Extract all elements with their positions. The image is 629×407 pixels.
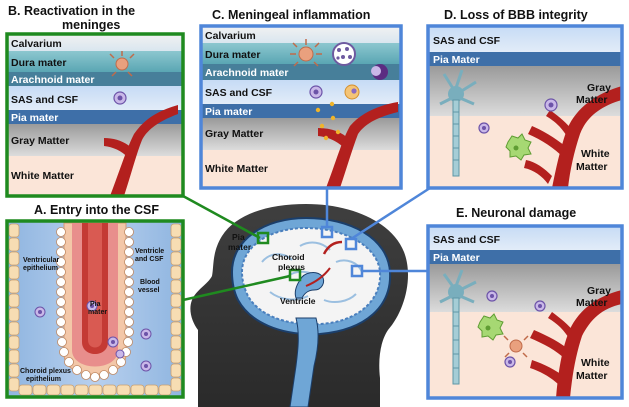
panel-d-title: D. Loss of BBB integrity (444, 8, 588, 22)
panel-d: D. Loss of BBB integrity SAS and CSF Pia… (426, 8, 624, 190)
a-label-choroid-2: epithelium (26, 376, 61, 383)
e-white-line2: Matter (576, 370, 608, 382)
head-label-pia-2: mater (228, 242, 252, 252)
c-layer-calvarium: Calvarium (205, 30, 256, 42)
b-layer-pia: Pia mater (11, 112, 58, 124)
a-label-ventricle-csf-1: Ventricle (135, 248, 164, 255)
blood-vessel (552, 86, 622, 188)
panel-b-title-line2: meninges (62, 18, 120, 32)
c-layer-arachnoid: Arachnoid mater (205, 67, 288, 79)
panel-b-frame (5, 32, 185, 198)
activated-cell (509, 339, 523, 353)
panel-d-frame (426, 24, 624, 190)
panel-c: C. Meningeal inflammation Calvarium Dura… (199, 8, 403, 190)
reactivated-t-cell (115, 57, 129, 71)
a-label-vessel-2: vessel (138, 287, 159, 294)
a-label-pia-1: Pia (90, 301, 101, 308)
c-layer-gray: Gray Matter (205, 128, 263, 140)
b-layer-calvarium: Calvarium (11, 38, 62, 50)
panel-b-title-line1: B. Reactivation in the (8, 4, 135, 18)
b-layer-white: White Matter (11, 170, 74, 182)
a-label-ventricular-1: Ventricular (23, 257, 59, 264)
a-label-pia-2: mater (88, 309, 107, 316)
neuron (439, 69, 477, 177)
e-layer-sas: SAS and CSF (433, 234, 501, 246)
d-layer-pia: Pia Mater (433, 54, 480, 66)
connector-lines (182, 186, 431, 302)
panel-a: A. Entry into the CSF (5, 203, 185, 399)
panel-b: B. Reactivation in the meninges Calvariu… (5, 4, 185, 198)
panel-a-title: A. Entry into the CSF (34, 203, 159, 217)
e-white-line1: White (581, 357, 610, 369)
head-label-choroid-2: plexus (278, 262, 305, 272)
d-gray-line2: Matter (576, 94, 608, 106)
microglia (477, 313, 504, 341)
blood-vessel (556, 290, 622, 398)
panel-e-frame (426, 224, 624, 400)
blood-vessel (326, 102, 398, 188)
t-cells-a (34, 300, 152, 372)
head-label-ventricle: Ventricle (280, 296, 316, 306)
inset-marker-a (288, 268, 302, 282)
a-label-ventricular-2: epithelium (23, 265, 58, 272)
activated-cell (298, 46, 314, 62)
c-layer-pia: Pia mater (205, 106, 252, 118)
b-layer-gray: Gray Matter (11, 135, 69, 147)
blood-vessel (110, 105, 178, 196)
d-white-line1: White (581, 148, 610, 160)
brainstem (289, 317, 319, 407)
b-layer-arachnoid: Arachnoid mater (11, 74, 94, 86)
a-label-ventricle-csf-2: and CSF (135, 256, 164, 263)
d-gray-line1: Gray (587, 82, 611, 94)
c-layer-dura: Dura mater (205, 49, 260, 61)
panel-c-title: C. Meningeal inflammation (212, 8, 370, 22)
e-gray-line2: Matter (576, 297, 608, 309)
head-label-pia-1: Pia (232, 232, 245, 242)
c-layer-sas: SAS and CSF (205, 87, 273, 99)
b-layer-dura: Dura mater (11, 57, 66, 69)
plasma-cell (332, 42, 356, 66)
panel-c-frame (199, 24, 403, 190)
panel-e-title: E. Neuronal damage (456, 206, 576, 220)
c-layer-white: White Matter (205, 163, 268, 175)
d-layer-sas: SAS and CSF (433, 35, 501, 47)
a-label-vessel-1: Blood (140, 279, 160, 286)
cytokines (315, 101, 341, 141)
choroid-plexus-villus (63, 222, 127, 376)
panel-e: E. Neuronal damage SAS and CSF Pia Mater… (426, 206, 624, 400)
ventricular-epithelium-cells (8, 223, 182, 396)
panel-a-frame (5, 219, 185, 399)
b-layer-sas: SAS and CSF (11, 94, 79, 106)
d-white-line2: Matter (576, 161, 608, 173)
damaged-neuron (439, 269, 477, 385)
head-illustration: Pia mater Choroid plexus Ventricle (190, 204, 409, 407)
e-layer-pia: Pia Mater (433, 252, 480, 264)
choroid-plexus-shape (305, 267, 331, 287)
head-label-choroid-1: Choroid (272, 252, 305, 262)
choroid-epithelium-cells (56, 227, 134, 382)
microglia (505, 133, 532, 161)
a-label-choroid-1: Choroid plexus (20, 368, 71, 375)
e-gray-line1: Gray (587, 285, 611, 297)
